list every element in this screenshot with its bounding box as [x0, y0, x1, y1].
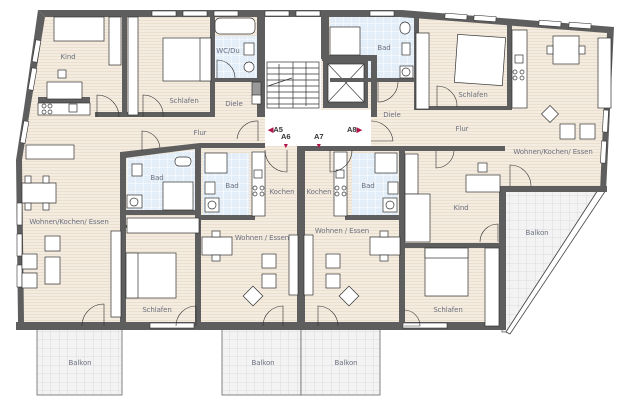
room-label-balkon-s3: Balkon: [334, 359, 358, 367]
room-label-wke-e: Wohnen/Kochen/ Essen: [513, 148, 593, 156]
room-label-schlafen-n1: Schlafen: [169, 97, 199, 105]
room-label-kochen-1: Kochen: [269, 188, 295, 196]
section-marker-a5: ◀A5: [268, 125, 283, 134]
room-label-balkon-e: Balkon: [525, 229, 549, 237]
room-label-schlafen-sw: Schlafen: [142, 306, 172, 314]
walls: [16, 10, 614, 330]
section-marker-a8-label: A8: [347, 125, 357, 134]
section-marker-a6: A6 ▼: [281, 132, 291, 150]
room-label-wohnen-essen-2: Wohnen / Essen: [314, 227, 370, 235]
balcony-south-1: [36, 326, 123, 396]
doors: [81, 59, 532, 327]
room-label-diele-e: Diele: [383, 111, 401, 119]
room-label-balkon-s2: Balkon: [251, 359, 275, 367]
lobby: [265, 110, 371, 146]
room-label-bad-e2: Bad: [361, 182, 375, 190]
room-label-bad-w1: Bad: [150, 174, 164, 182]
staircase: [266, 61, 320, 109]
room-label-flur-e: Flur: [455, 125, 469, 133]
arrow-down-icon: ▼: [315, 143, 323, 150]
balcony-south-2: [221, 326, 302, 396]
arrow-left-icon: ◀: [268, 127, 274, 134]
room-label-wohnen-essen-1: Wohnen / Essen: [234, 234, 290, 242]
room-label-flur-w: Flur: [193, 129, 207, 137]
arrow-down-icon: ▼: [282, 143, 290, 150]
section-marker-a5-label: A5: [273, 125, 283, 134]
tile-wc-du: [215, 36, 257, 80]
room-label-wke-w: Wohnen/Kochen/ Essen: [29, 218, 109, 226]
room-label-wc-du: WC/Du: [216, 47, 240, 55]
room-label-schlafen-ne: Schlafen: [458, 91, 488, 99]
room-label-schlafen-se: Schlafen: [433, 306, 463, 314]
room-label-kind-e: Kind: [453, 204, 469, 212]
elevator: [323, 60, 368, 108]
furniture: [21, 16, 612, 327]
room-label-kochen-2: Kochen: [306, 188, 332, 196]
section-marker-a8: A8▶: [347, 125, 362, 134]
arrow-right-icon: ▶: [356, 127, 362, 134]
section-marker-a6-label: A6: [281, 132, 291, 141]
room-label-balkon-s1: Balkon: [68, 359, 92, 367]
room-label-diele-w: Diele: [225, 100, 243, 108]
balcony-east: [501, 189, 607, 335]
windows: [16, 10, 609, 329]
room-label-bad-n: Bad: [377, 44, 391, 52]
room-label-kind-nw: Kind: [60, 53, 76, 61]
section-marker-a7: A7 ▼: [314, 132, 324, 150]
section-marker-a7-label: A7: [314, 132, 324, 141]
room-label-bad-w2: Bad: [225, 182, 239, 190]
